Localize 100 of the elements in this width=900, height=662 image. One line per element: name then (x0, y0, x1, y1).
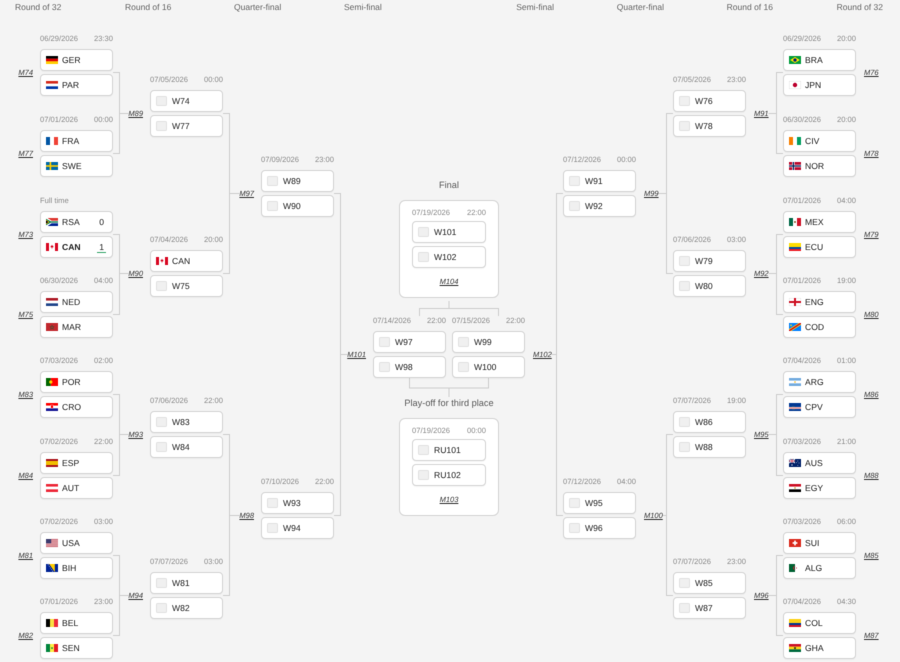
team-code: NOR (805, 161, 824, 171)
team-slot (783, 612, 856, 634)
score: 1 (97, 242, 106, 252)
team-code: SUI (805, 538, 820, 548)
team-code: COD (805, 322, 824, 332)
team-slot (40, 557, 113, 579)
team-code: W77 (172, 121, 190, 131)
team-code: AUT (62, 483, 80, 493)
team-code: W95 (585, 498, 603, 508)
team-slot (783, 49, 856, 71)
team-slot (412, 221, 486, 243)
team-code: CRO (62, 402, 82, 412)
bracket-line (768, 595, 784, 636)
stage-heading: Final (439, 179, 459, 191)
score: 0 (98, 217, 105, 227)
team-code: W81 (172, 578, 190, 588)
team-slot (261, 170, 334, 192)
team-code: W101 (434, 227, 456, 237)
team-code: CAN (62, 242, 81, 252)
team-code: MEX (805, 217, 824, 227)
team-slot (40, 316, 113, 338)
team-slot (40, 236, 113, 258)
team-slot (150, 572, 223, 594)
bracket-line (768, 113, 784, 154)
team-slot (373, 356, 446, 378)
team-code: GER (62, 55, 81, 65)
team-code: NED (62, 297, 80, 307)
team-slot (150, 411, 223, 433)
team-slot (783, 477, 856, 499)
round-heading: Round of 32 (836, 2, 883, 12)
stage-heading: Play-off for third place (404, 397, 494, 409)
team-slot (40, 49, 113, 71)
team-slot (40, 291, 113, 313)
team-code: COL (805, 618, 823, 628)
bracket-line (112, 434, 129, 476)
team-slot (40, 477, 113, 499)
team-slot (412, 246, 486, 268)
team-code: JPN (805, 80, 822, 90)
team-slot (673, 250, 746, 272)
team-code: W87 (695, 603, 713, 613)
team-code: ESP (62, 458, 80, 468)
round-heading: Round of 16 (726, 2, 773, 12)
team-code: W100 (474, 362, 496, 372)
team-code: W76 (695, 96, 713, 106)
team-slot (563, 517, 636, 539)
team-slot (412, 464, 486, 486)
team-slot (563, 492, 636, 514)
team-slot (40, 155, 113, 177)
team-code: EGY (805, 483, 824, 493)
team-slot (783, 371, 856, 393)
team-code: PAR (62, 80, 80, 90)
team-slot (40, 396, 113, 418)
bracket-line (768, 273, 784, 315)
team-code: W80 (695, 281, 713, 291)
team-code: ECU (805, 242, 824, 252)
team-slot (40, 211, 113, 233)
team-code: USA (62, 538, 80, 548)
bracket-line (112, 273, 129, 315)
team-slot (783, 396, 856, 418)
team-code: W88 (695, 442, 713, 452)
bracket-line (768, 434, 784, 476)
team-code: W94 (283, 523, 301, 533)
team-code: CIV (805, 136, 820, 146)
team-slot (150, 90, 223, 112)
team-code: W74 (172, 96, 190, 106)
bracket-line (222, 515, 240, 596)
team-slot (40, 612, 113, 634)
team-slot (783, 291, 856, 313)
team-slot (673, 436, 746, 458)
team-code: ENG (805, 297, 824, 307)
team-code: GHA (805, 643, 824, 653)
team-slot (673, 275, 746, 297)
team-slot (261, 517, 334, 539)
team-slot (673, 572, 746, 594)
team-code: W84 (172, 442, 190, 452)
team-slot (373, 331, 446, 353)
team-slot (783, 236, 856, 258)
team-slot (673, 115, 746, 137)
bracket-line (662, 515, 674, 596)
team-code: W79 (695, 256, 713, 266)
team-code: SEN (62, 643, 80, 653)
team-code: ALG (805, 563, 822, 573)
team-code: W78 (695, 121, 713, 131)
team-slot (783, 557, 856, 579)
team-code: W98 (395, 362, 413, 372)
team-slot (783, 452, 856, 474)
team-slot (452, 356, 525, 378)
team-slot (783, 316, 856, 338)
team-code: W96 (585, 523, 603, 533)
team-code: SWE (62, 161, 82, 171)
team-slot (40, 74, 113, 96)
team-code: W90 (283, 201, 301, 211)
team-slot (150, 115, 223, 137)
team-code: CPV (805, 402, 823, 412)
bracket-line (658, 193, 674, 274)
team-slot (673, 411, 746, 433)
team-slot (40, 130, 113, 152)
round-heading: Semi-final (516, 2, 554, 12)
bracket-line (551, 354, 564, 516)
team-slot (783, 130, 856, 152)
